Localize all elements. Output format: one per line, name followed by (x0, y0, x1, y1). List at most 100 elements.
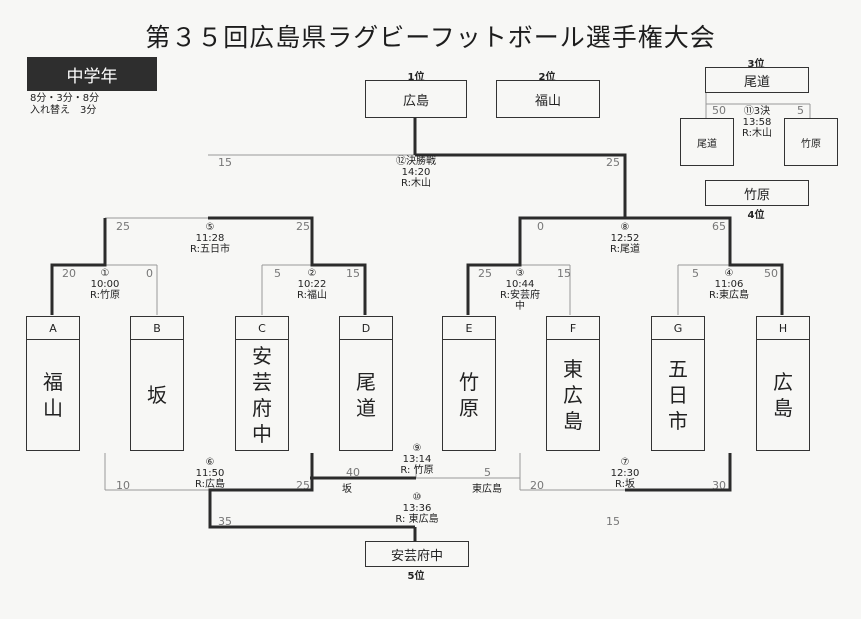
third-place-box: 尾道 (705, 67, 809, 93)
match-9-time: 13:14 (402, 454, 432, 465)
match-9-info: ⑨ 13:14 R: 竹原 (390, 443, 444, 476)
team-name: 尾道 (340, 340, 392, 450)
match-5-time: 11:28 (195, 233, 225, 244)
third-rank-label: 3位 (747, 59, 765, 70)
match-4-time: 11:06 (714, 279, 744, 290)
match-8-ref: R:尾道 (609, 244, 640, 255)
team-name-char: 尾 (356, 370, 376, 394)
match-7-right-score: 30 (712, 479, 726, 492)
match-5-left-score: 25 (116, 220, 130, 233)
team-name-char: 島 (563, 409, 583, 433)
team-name-char: 市 (668, 409, 688, 433)
match-8-right-score: 65 (712, 220, 726, 233)
match-3-ref-cont: 中 (515, 301, 525, 312)
match-1-time: 10:00 (90, 279, 120, 290)
team-name-char: 島 (773, 396, 793, 420)
fifth-place-box: 安芸府中 (365, 541, 469, 567)
third-match-info: ⑪3決 13:58 R:木山 (735, 106, 779, 139)
team-name-char: 東 (563, 357, 583, 381)
final-left-score: 15 (218, 156, 232, 169)
match-3-ref: R:安芸府 (499, 290, 540, 301)
match-2-left-score: 5 (274, 267, 281, 280)
team-name: 広島 (757, 340, 809, 450)
rules-note-2: 入れ替え 3分 (30, 105, 97, 116)
team-letter: C (236, 317, 288, 340)
match-10-info: ⑩ 13:36 R: 東広島 (384, 492, 450, 525)
tournament-title: 第３５回広島県ラグビーフットボール選手権大会 (145, 23, 716, 52)
team-name-char: 中 (252, 422, 272, 446)
team-name-char: 坂 (147, 383, 167, 407)
match-4-left-score: 5 (692, 267, 699, 280)
match-6-no: ⑥ (205, 457, 215, 468)
team-name-char: 安 (252, 344, 272, 368)
match-2-ref: R:福山 (296, 290, 327, 301)
rules-note-1: 8分・3分・8分 (30, 93, 100, 104)
team-name-char: 福 (43, 370, 63, 394)
team-letter: H (757, 317, 809, 340)
match-4-ref: R:東広島 (708, 290, 749, 301)
team-name-char: 府 (252, 396, 272, 420)
match-8-info: ⑧ 12:52 R:尾道 (595, 222, 655, 255)
match-3-info: ③ 10:44 R:安芸府 中 (494, 268, 546, 312)
match-8-left-score: 0 (537, 220, 544, 233)
match-3-no: ③ (515, 268, 525, 279)
team-name-char: 原 (459, 396, 479, 420)
first-place-box: 広島 (365, 80, 467, 118)
match-7-info: ⑦ 12:30 R:坂 (595, 457, 655, 490)
match-2-info: ② 10:22 R:福山 (287, 268, 337, 301)
match-6-info: ⑥ 11:50 R:広島 (180, 457, 240, 490)
match-10-right-score: 15 (606, 515, 620, 528)
team-letter: A (27, 317, 79, 340)
final-match-ref: R:木山 (400, 178, 431, 189)
match-10-time: 13:36 (402, 503, 432, 514)
match-2-time: 10:22 (297, 279, 327, 290)
match-8-time: 12:52 (610, 233, 640, 244)
match-4-right-score: 50 (764, 267, 778, 280)
match-9-right-team: 東広島 (472, 484, 502, 495)
third-match-right-team: 竹原 (784, 118, 838, 166)
match-1-left-score: 20 (62, 267, 76, 280)
fourth-place-box: 竹原 (705, 180, 809, 206)
match-7-ref: R:坂 (614, 479, 635, 490)
match-3-right-score: 15 (557, 267, 571, 280)
match-5-right-score: 25 (296, 220, 310, 233)
match-3-time: 10:44 (505, 279, 535, 290)
first-rank-label: 1位 (407, 72, 425, 83)
match-9-right-score: 5 (484, 466, 491, 479)
team-letter: B (131, 317, 183, 340)
match-4-no: ④ (724, 268, 734, 279)
match-2-no: ② (307, 268, 317, 279)
match-7-time: 12:30 (610, 468, 640, 479)
match-6-time: 11:50 (195, 468, 225, 479)
third-match-time: 13:58 (742, 117, 772, 128)
team-letter: G (652, 317, 704, 340)
final-match-time: 14:20 (401, 167, 431, 178)
team-letter: E (443, 317, 495, 340)
fourth-rank-label: 4位 (747, 210, 765, 221)
team-name-char: 芸 (252, 370, 272, 394)
match-1-info: ① 10:00 R:竹原 (80, 268, 130, 301)
team-letter: D (340, 317, 392, 340)
match-10-ref: R: 東広島 (395, 514, 439, 525)
team-name: 坂 (131, 340, 183, 450)
third-match-no: ⑪3決 (743, 106, 771, 117)
match-1-right-score: 0 (146, 267, 153, 280)
second-place-box: 福山 (496, 80, 600, 118)
final-match-no: ⑫決勝戦 (396, 156, 436, 167)
match-2-right-score: 15 (346, 267, 360, 280)
match-7-no: ⑦ (620, 457, 630, 468)
team-name: 福山 (27, 340, 79, 450)
match-6-ref: R:広島 (194, 479, 225, 490)
match-9-left-score: 40 (346, 466, 360, 479)
final-right-score: 25 (606, 156, 620, 169)
match-5-no: ⑤ (205, 222, 215, 233)
match-9-left-team: 坂 (342, 484, 352, 495)
